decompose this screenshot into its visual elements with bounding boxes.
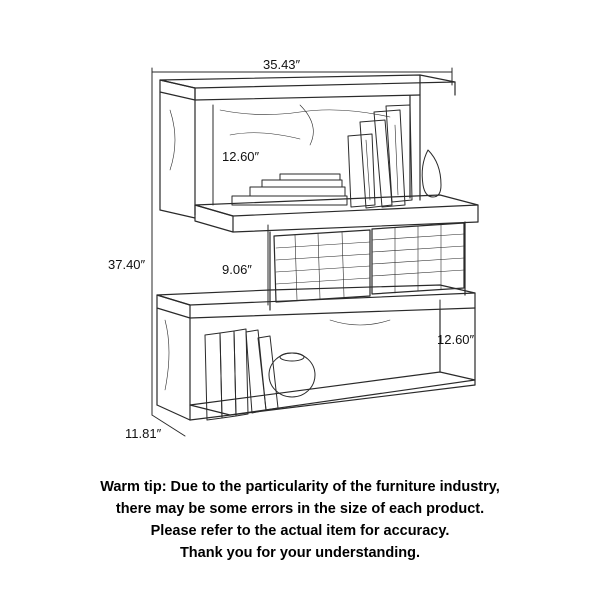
middle-board (194, 194, 479, 233)
top-shelf-height-label: 12.60″ (222, 149, 260, 164)
width-dimension-label: 35.43″ (263, 57, 301, 72)
bottom-tier (156, 307, 476, 421)
middle-tier (269, 221, 466, 311)
warm-tip-line-1: Warm tip: Due to the particularity of th… (100, 479, 500, 495)
warm-tip-line-4: Thank you for your understanding. (179, 545, 421, 561)
bottom-books (204, 328, 316, 421)
depth-dimension-label: 11.81″ (125, 426, 162, 441)
bottom-shelf-height-label: 12.60″ (437, 332, 475, 347)
dimension-lines (151, 67, 453, 437)
warm-tip-line-2: there may be some errors in the size of … (115, 501, 485, 517)
lower-board (156, 284, 476, 319)
middle-shelf-height-label: 9.06″ (222, 262, 252, 277)
top-books (231, 104, 442, 209)
top-tier (159, 74, 456, 219)
height-dimension-label: 37.40″ (108, 257, 146, 272)
warm-tip-notice: Warm tip: Due to the particularity of th… (0, 476, 600, 564)
bookshelf-sketch (151, 67, 479, 437)
warm-tip-line-3: Please refer to the actual item for accu… (150, 523, 450, 539)
